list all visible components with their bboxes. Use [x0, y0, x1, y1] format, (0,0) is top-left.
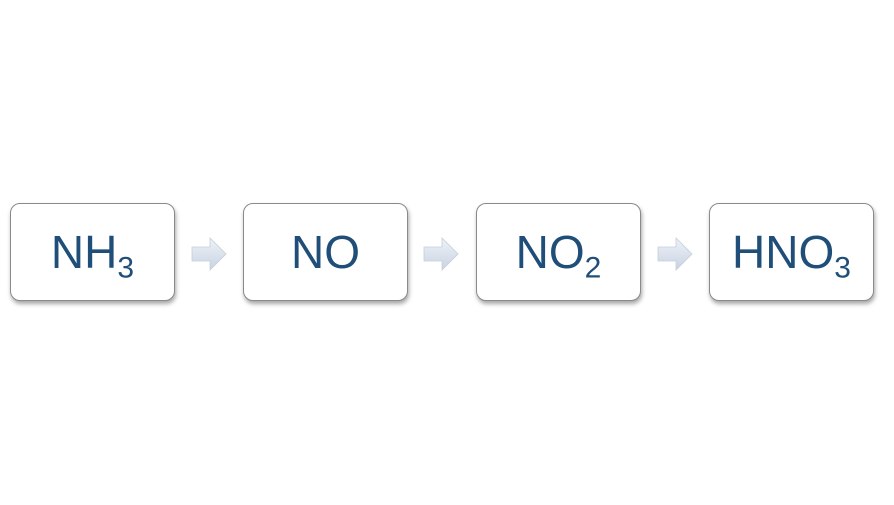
step-box-hno3: HNO3: [709, 203, 874, 301]
formula-no2: NO2: [515, 226, 602, 285]
formula-nh3: NH3: [50, 226, 135, 285]
right-arrow-icon: [423, 237, 459, 271]
step-box-nh3: NH3: [10, 203, 175, 301]
right-arrow-icon: [191, 237, 227, 271]
step-box-no2: NO2: [476, 203, 641, 301]
right-arrow-icon: [657, 237, 693, 271]
step-box-no: NO: [243, 203, 408, 301]
formula-no: NO: [291, 226, 360, 278]
formula-hno3: HNO3: [732, 226, 851, 285]
